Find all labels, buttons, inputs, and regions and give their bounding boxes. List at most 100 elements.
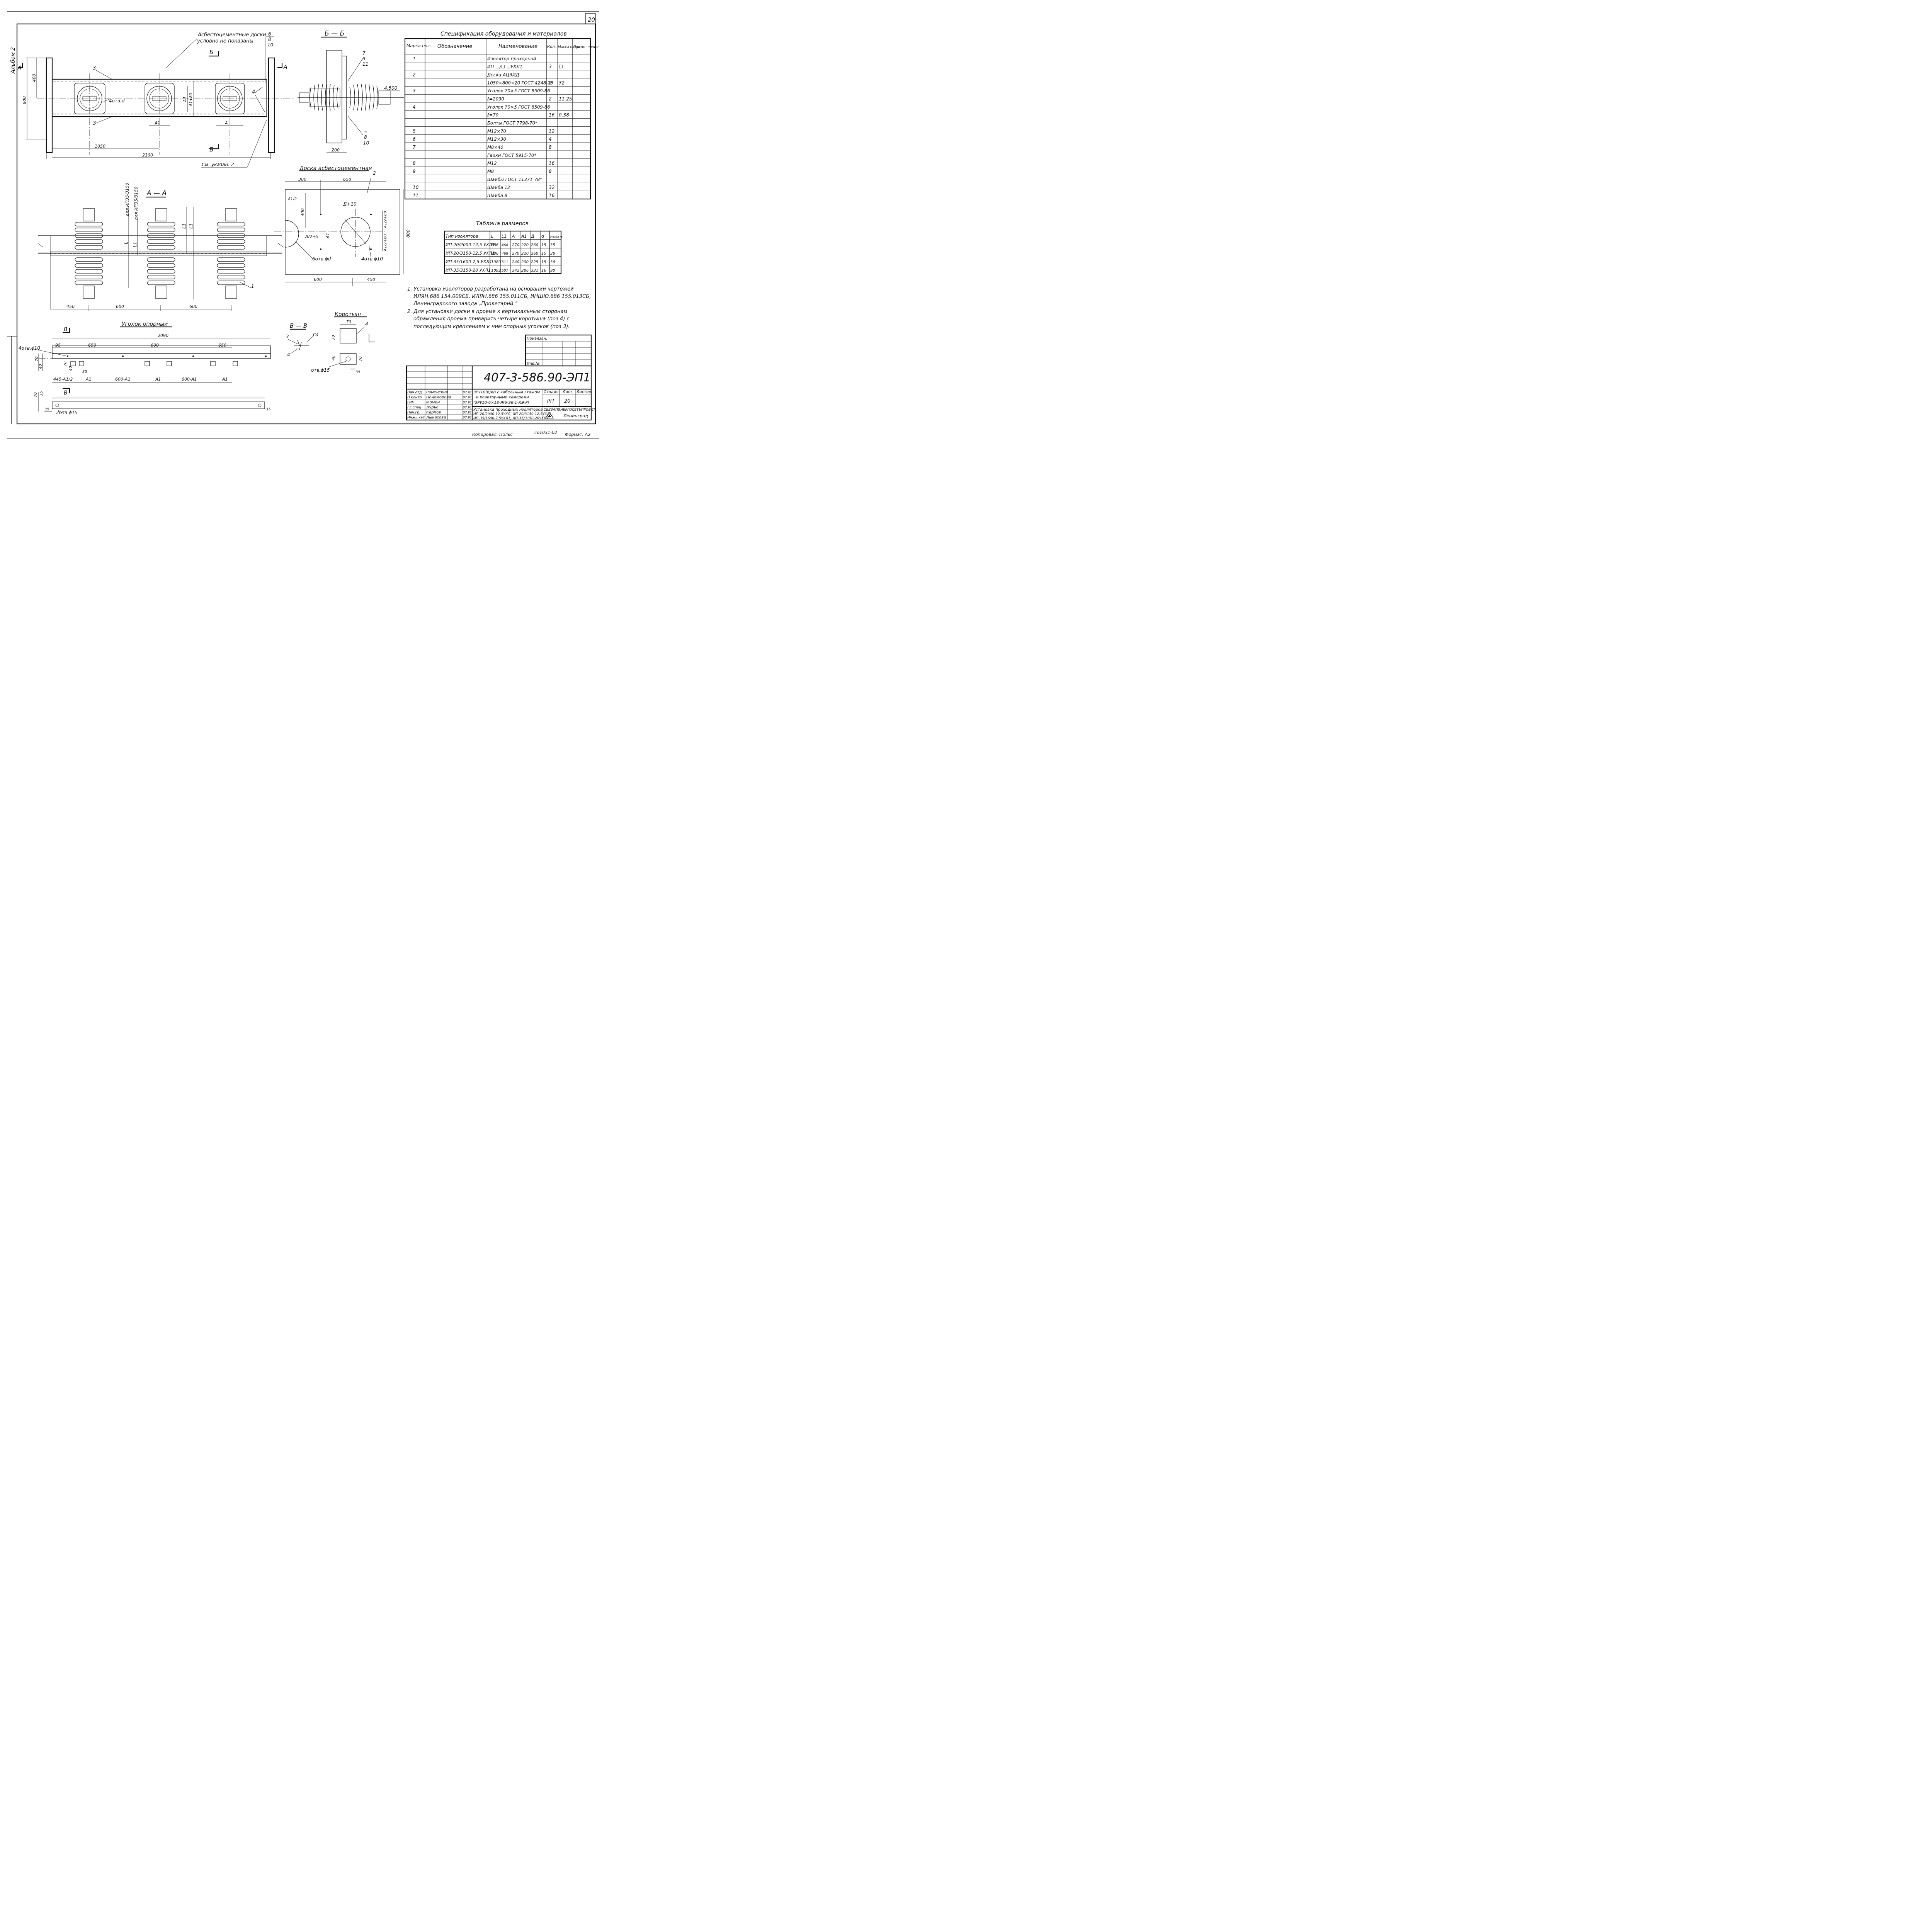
angle-dim-70c: 70 bbox=[34, 392, 38, 397]
tb-stage: РП bbox=[547, 398, 554, 404]
aa-dim-l: L bbox=[123, 242, 129, 244]
tb-sheet: 20 bbox=[564, 398, 571, 404]
angle-dim-a1a: А1 bbox=[85, 377, 92, 382]
plan-note-line2: условно не показаны bbox=[197, 38, 253, 44]
plan-holes-label: 4отв.d bbox=[109, 98, 125, 104]
tb-sheet-label: Лист bbox=[562, 390, 573, 394]
board-dim-800: 800 bbox=[406, 230, 411, 238]
title-block-lines bbox=[406, 334, 592, 421]
sizes-cell: 16 bbox=[541, 269, 546, 273]
board-dim-a1-80a: А1/2+80 bbox=[383, 211, 388, 228]
angle-dim-a1b: А1 bbox=[155, 377, 161, 382]
spec-row-mass: 11.25 bbox=[559, 96, 572, 102]
plan-section-mark-bottom: Б bbox=[209, 146, 213, 153]
sizes-cell: 511 bbox=[502, 260, 508, 264]
angle-mark-b-bottom: В bbox=[64, 390, 68, 396]
spec-row-qty: 2 bbox=[549, 80, 552, 85]
section-aa bbox=[37, 196, 284, 311]
sizes-table-lines bbox=[444, 230, 562, 274]
board-dim-400: 400 bbox=[300, 208, 305, 216]
spec-row-pos: 9 bbox=[413, 169, 416, 174]
spec-row-pos: 1 bbox=[413, 56, 416, 61]
aa-dim-l1c: L1 bbox=[188, 223, 194, 229]
spec-header-mark: Марка поз. bbox=[406, 43, 431, 48]
vv-title: В — В bbox=[290, 322, 307, 329]
spec-row-pos: 8 bbox=[413, 161, 416, 166]
stub-dim-70: 70 bbox=[346, 320, 351, 324]
sizes-cell: 1092 bbox=[491, 269, 501, 273]
spec-header-name: Наименование bbox=[498, 44, 537, 49]
stub-dim-40: 40 bbox=[332, 355, 336, 361]
sizes-cell: ИП-35/1600-7,5 УХЛ1 bbox=[446, 259, 492, 264]
angle-dim-40: 40 bbox=[39, 364, 43, 369]
spec-row-name: Шайба 8 bbox=[487, 193, 507, 198]
stub-view bbox=[328, 316, 375, 369]
drawing-sheet: 20 Альбом 2 Асбестоцементные доски ус bbox=[7, 11, 599, 439]
angle-holes: 4отв.ϕ10 bbox=[19, 345, 40, 351]
bb-pos10: 10 bbox=[363, 140, 369, 146]
spec-row-pos: 4 bbox=[413, 104, 416, 110]
stub-dim-70b: 70 bbox=[332, 335, 336, 340]
stub-pos4: 4 bbox=[365, 321, 368, 327]
sizes-cell: 15 bbox=[541, 252, 546, 256]
section-vv bbox=[287, 328, 313, 354]
sheet-frame bbox=[7, 11, 599, 439]
spec-row-name: ℓ=70 bbox=[487, 112, 498, 118]
board-pos2: 2 bbox=[373, 170, 376, 176]
note-1-line2: ИЛЯН.686 154.009СБ, ИЛЯН.686 155.011СБ, … bbox=[413, 294, 591, 299]
angle-dim-600a1b: 600-А1 bbox=[182, 377, 197, 382]
tb-project-line1: ЗРУ10(6)кВ с кабельным этажом bbox=[473, 390, 540, 395]
tb-person-date: 07.91 bbox=[463, 411, 472, 414]
tb-person-date: 07.91 bbox=[463, 416, 472, 419]
vv-pos4: 4 bbox=[287, 352, 290, 357]
sizes-cell: 507 bbox=[502, 269, 508, 273]
footer-code: ср1031-02 bbox=[534, 430, 557, 435]
spec-row-name: Шайба 12 bbox=[487, 185, 510, 190]
angle-view bbox=[36, 326, 271, 414]
tb-city: Ленинград bbox=[563, 413, 588, 418]
bb-dim-200: 200 bbox=[332, 148, 340, 153]
plan-dim-a1: А1 bbox=[182, 96, 187, 102]
spec-row-name: Болты ГОСТ 7798-70* bbox=[487, 121, 537, 126]
sizes-cell: 468 bbox=[502, 243, 508, 247]
sizes-cell: 270 bbox=[512, 243, 519, 247]
stub-hole: отв.ϕ15 bbox=[311, 367, 330, 373]
sizes-header-cell: А bbox=[512, 234, 515, 239]
tb-person-name: Лыкасова bbox=[426, 415, 446, 420]
tb-person-name: Пономорева bbox=[426, 395, 451, 400]
note-1-line3: Ленинградского завода „Пролетарий.“ bbox=[413, 301, 518, 307]
sizes-header-cell: L bbox=[491, 234, 493, 239]
angle-dim-650b: 650 bbox=[218, 343, 226, 348]
sizes-cell: 240 bbox=[512, 260, 519, 264]
spec-row-name: Доска АЦЭИД bbox=[487, 72, 519, 78]
sizes-header-cell: Тип изолятора bbox=[446, 234, 478, 239]
spec-row-qty: 2 bbox=[549, 96, 552, 102]
note-2-line3: последующим креплением к ним опорных уго… bbox=[413, 324, 570, 330]
angle-dim-70b: 70 bbox=[63, 361, 68, 366]
spec-row-name: ИП-☐/☐-☐УХЛ1 bbox=[487, 64, 522, 70]
spec-row-name: ℓ=2090 bbox=[487, 96, 504, 102]
bb-pos5: 5 bbox=[364, 129, 367, 134]
spec-row-qty: 32 bbox=[549, 185, 554, 190]
plan-dim-400: 400 bbox=[32, 74, 37, 82]
tb-bound-label: Привязан: bbox=[527, 337, 548, 341]
angle-dim-650a: 650 bbox=[88, 343, 96, 348]
sizes-header-cell: А1 bbox=[521, 234, 527, 239]
sizes-cell: 220 bbox=[521, 252, 529, 256]
spec-row-qty: 8 bbox=[549, 169, 552, 174]
spec-row-qty: 12 bbox=[549, 128, 554, 134]
tb-person-role: Н.контр bbox=[407, 396, 422, 400]
board-title: Доска асбестоцементная bbox=[299, 165, 372, 172]
angle-dim-2090: 2090 bbox=[158, 333, 168, 338]
plan-dim-800: 800 bbox=[22, 96, 27, 104]
tb-sheet-title3: ИП-35/1600-7,5УХЛ1, ИП-35/3150-20УХЛ1 bbox=[473, 417, 549, 420]
sizes-cell: 35 bbox=[550, 243, 555, 247]
tb-person-name: Фомин bbox=[426, 400, 440, 405]
board-holes-4: 4отв.ϕ10 bbox=[361, 256, 383, 262]
plan-pos10: 10 bbox=[267, 42, 274, 48]
aa-dim-450: 450 bbox=[66, 304, 75, 309]
board-dim-450: 450 bbox=[367, 277, 375, 282]
aa-dim-600a: 600 bbox=[116, 304, 124, 309]
